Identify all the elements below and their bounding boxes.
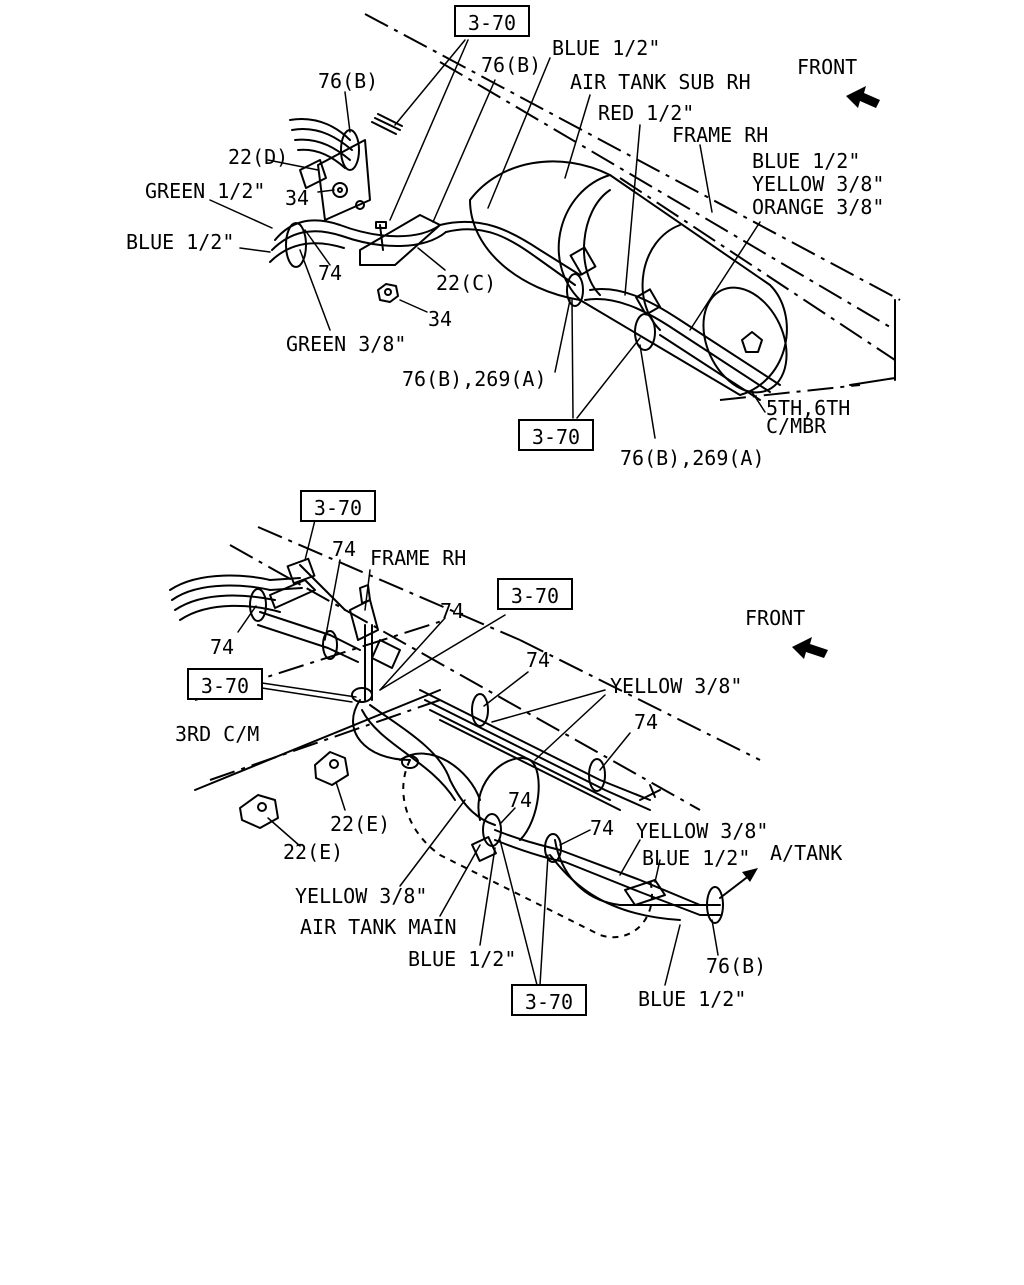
crossmember-label: 3RD C/M bbox=[175, 722, 259, 746]
bracket-22e-b bbox=[239, 794, 279, 829]
pipe-label-blue: BLUE 1/2" bbox=[638, 987, 746, 1011]
ref-box-top-1: 3-70 bbox=[454, 5, 530, 37]
callout-22c: 22(C) bbox=[436, 271, 496, 295]
bottom-assembly-view: 3-70 3-70 3-70 3-70 74 FRAME RH FRONT 74… bbox=[169, 490, 842, 1016]
frame-rail-bottom bbox=[194, 526, 761, 811]
bracket-22c bbox=[359, 214, 441, 266]
callout-76b-269a: 76(B),269(A) bbox=[402, 367, 547, 391]
pipe-label-blue: BLUE 1/2" bbox=[642, 846, 750, 870]
air-tank-sub-label: AIR TANK SUB RH bbox=[570, 70, 751, 94]
frame-rail bbox=[364, 13, 901, 401]
ref-label: 3-70 bbox=[525, 990, 573, 1014]
pipe-label-red: RED 1/2" bbox=[598, 101, 694, 125]
callout-74: 74 bbox=[590, 816, 614, 840]
callout-74: 74 bbox=[634, 710, 658, 734]
callout-74: 74 bbox=[508, 788, 532, 812]
callout-74: 74 bbox=[332, 537, 356, 561]
nut-34-lower bbox=[377, 283, 399, 303]
pipe-label-blue: BLUE 1/2" bbox=[126, 230, 234, 254]
leaders-bottom bbox=[237, 519, 719, 986]
bracket-22d bbox=[317, 139, 371, 221]
pipe-label-green: GREEN 1/2" bbox=[145, 179, 265, 203]
ref-label: 3-70 bbox=[468, 11, 516, 35]
pipe-label-yellow: YELLOW 3/8" bbox=[636, 819, 768, 843]
callout-74: 74 bbox=[526, 648, 550, 672]
front-arrow-top-icon bbox=[846, 86, 880, 108]
top-assembly-view: 3-70 3-70 FRONT 76(B) 76(B) BLUE 1/2" AI… bbox=[126, 5, 901, 470]
leaders-top bbox=[209, 39, 766, 439]
clamps-bottom bbox=[249, 557, 724, 924]
air-tank-main-label: AIR TANK MAIN bbox=[300, 915, 457, 939]
a-tank-label: A/TANK bbox=[770, 841, 842, 865]
callout-22e: 22(E) bbox=[283, 840, 343, 864]
callout-22d: 22(D) bbox=[228, 145, 288, 169]
pipe-bundle-bottom bbox=[169, 564, 721, 921]
front-arrow-bottom-icon bbox=[792, 637, 828, 659]
ref-label: 3-70 bbox=[314, 496, 362, 520]
front-label: FRONT bbox=[797, 55, 857, 79]
pipe-label-orange: ORANGE 3/8" bbox=[752, 195, 884, 219]
fitting-22d bbox=[299, 159, 327, 189]
callout-76b: 76(B) bbox=[481, 53, 541, 77]
a-tank-arrow-icon bbox=[719, 868, 758, 899]
bolt-top bbox=[371, 113, 403, 135]
nut-34-upper bbox=[332, 182, 348, 198]
callout-22e: 22(E) bbox=[330, 812, 390, 836]
ref-label: 3-70 bbox=[511, 584, 559, 608]
pipe-label-yellow: YELLOW 3/8" bbox=[295, 884, 427, 908]
callout-76b-269a: 76(B),269(A) bbox=[620, 446, 765, 470]
frame-label: FRAME RH bbox=[370, 546, 466, 570]
air-tank-main bbox=[399, 752, 653, 939]
crossmember-label: C/MBR bbox=[766, 414, 827, 438]
callout-74: 74 bbox=[440, 599, 464, 623]
crossmember-label: 5TH,6TH bbox=[766, 396, 850, 420]
callout-74: 74 bbox=[318, 261, 342, 285]
ref-box-bottom-2: 3-70 bbox=[497, 578, 573, 610]
ref-label: 3-70 bbox=[532, 425, 580, 449]
bracket-22e-a bbox=[314, 751, 349, 786]
ref-box-bottom-4: 3-70 bbox=[511, 984, 587, 1016]
pipe-label-blue: BLUE 1/2" bbox=[552, 36, 660, 60]
ref-box-top-2: 3-70 bbox=[518, 419, 594, 451]
callout-34: 34 bbox=[285, 186, 309, 210]
callout-34: 34 bbox=[428, 307, 452, 331]
clamps-top bbox=[285, 129, 661, 351]
pipe-label-yellow: YELLOW 3/8" bbox=[752, 172, 884, 196]
ref-label: 3-70 bbox=[201, 674, 249, 698]
callout-74: 74 bbox=[210, 635, 234, 659]
valve-assembly bbox=[349, 584, 401, 669]
pipe-label-blue: BLUE 1/2" bbox=[752, 149, 860, 173]
pipe-label-yellow: YELLOW 3/8" bbox=[610, 674, 742, 698]
callout-76b: 76(B) bbox=[318, 69, 378, 93]
frame-label: FRAME RH bbox=[672, 123, 768, 147]
ref-box-bottom-1: 3-70 bbox=[300, 490, 376, 522]
callout-76b: 76(B) bbox=[706, 954, 766, 978]
ref-box-bottom-3: 3-70 bbox=[187, 668, 263, 700]
pipe-label-blue: BLUE 1/2" bbox=[408, 947, 516, 971]
front-label: FRONT bbox=[745, 606, 805, 630]
pipe-label-green: GREEN 3/8" bbox=[286, 332, 406, 356]
pipe-bundle-top-left bbox=[269, 118, 781, 401]
